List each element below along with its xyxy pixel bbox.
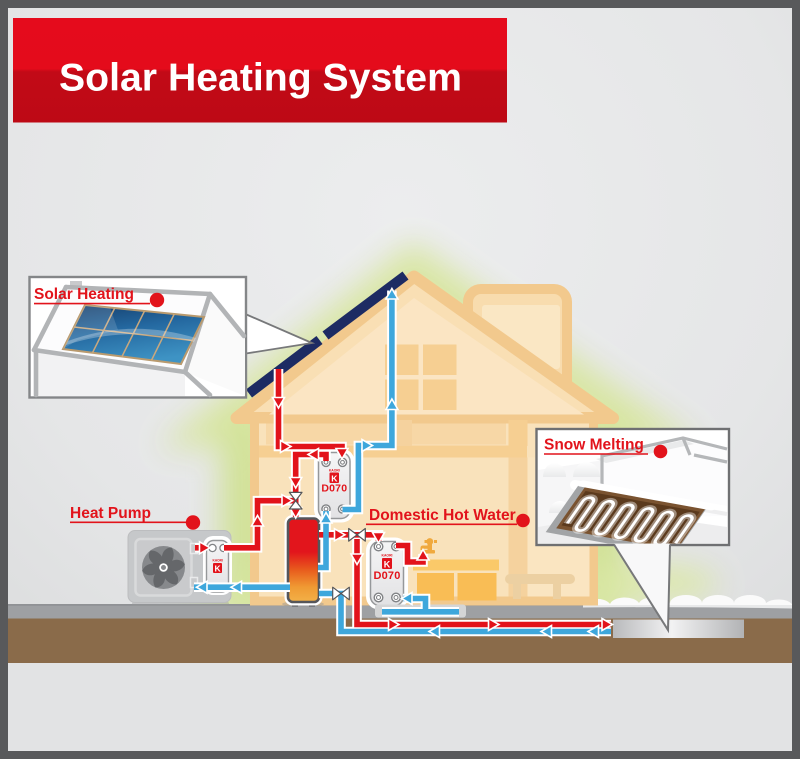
svg-text:KAORI: KAORI [329, 469, 340, 473]
svg-text:Snow Melting: Snow Melting [544, 437, 644, 454]
svg-text:K: K [384, 559, 391, 569]
svg-text:D070: D070 [373, 570, 400, 582]
svg-text:KAORI: KAORI [213, 559, 223, 563]
svg-text:KAORI: KAORI [382, 554, 393, 558]
svg-text:K: K [215, 564, 222, 574]
svg-text:K: K [331, 474, 338, 484]
svg-text:D070: D070 [321, 483, 347, 495]
svg-text:Heat Pump: Heat Pump [70, 505, 151, 522]
svg-text:Domestic Hot Water: Domestic Hot Water [369, 507, 516, 524]
svg-text:Solar Heating: Solar Heating [34, 286, 134, 303]
svg-text:Solar Heating System: Solar Heating System [59, 57, 462, 100]
